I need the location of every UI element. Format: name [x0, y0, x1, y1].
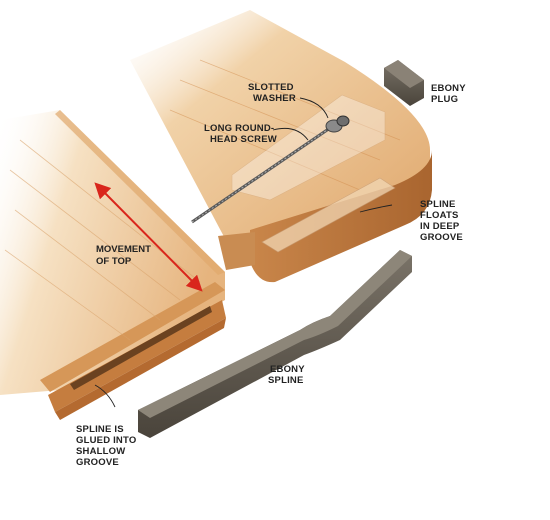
screw-head — [336, 115, 350, 127]
label-spline-glued: SPLINE IS GLUED INTO SHALLOW GROOVE — [76, 424, 139, 468]
label-ebony-spline: EBONY SPLINE — [268, 364, 307, 386]
right-tabletop — [130, 10, 432, 283]
label-long-round-head-screw: LONG ROUND- HEAD SCREW — [204, 123, 277, 145]
ebony-plug — [384, 60, 424, 106]
label-ebony-plug: EBONY PLUG — [431, 83, 468, 105]
movement-arrow — [94, 182, 203, 292]
label-slotted-washer: SLOTTED WASHER — [248, 82, 297, 104]
round-head-screw — [191, 126, 331, 224]
leader-lines — [94, 97, 393, 408]
ebony-spline — [138, 250, 412, 438]
label-movement-of-top: MOVEMENT OF TOP — [96, 244, 154, 267]
label-spline-floats: SPLINE FLOATS IN DEEP GROOVE — [420, 199, 463, 243]
